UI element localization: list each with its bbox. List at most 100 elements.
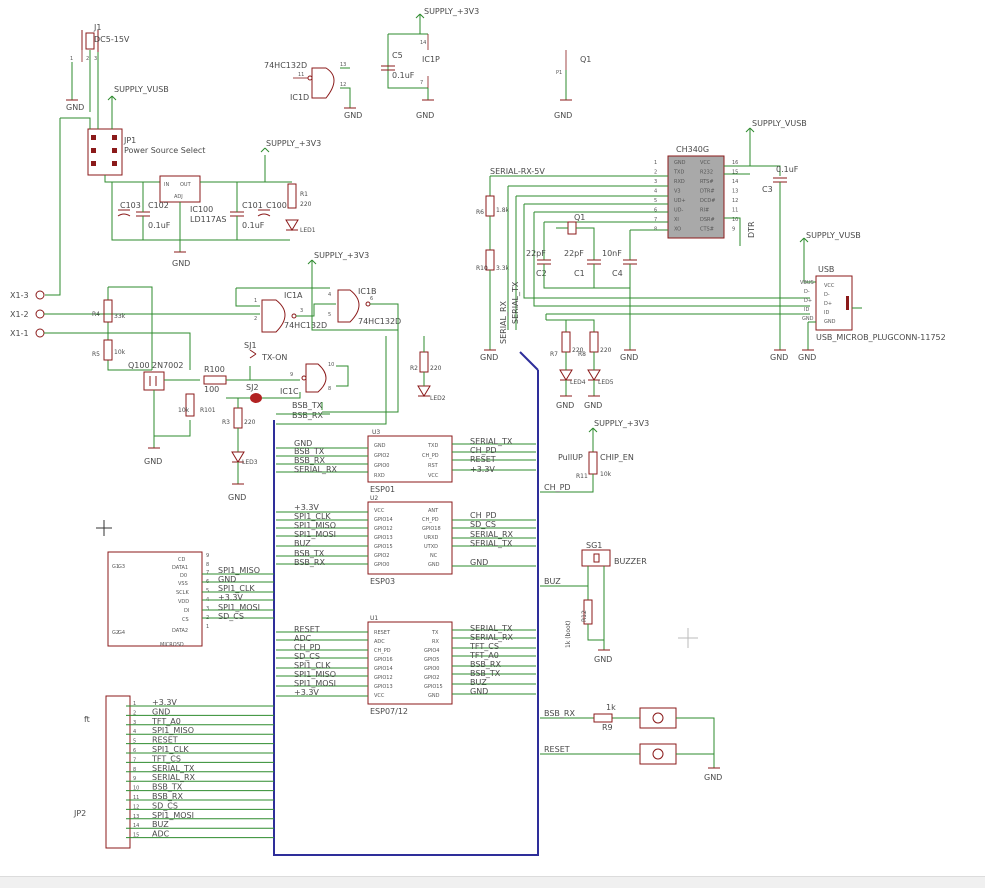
capacitor-c5[interactable]: C5 0.1uF bbox=[381, 51, 415, 80]
microsd-socket[interactable]: G1 G3 G2 G4 CD DATA1 D0 VSS SCLK VDD DI … bbox=[107, 551, 209, 648]
gnd-symbol: GND bbox=[704, 767, 722, 782]
svg-text:9: 9 bbox=[290, 372, 293, 378]
jp2-pin-number: 4 bbox=[133, 729, 136, 735]
usb-micro-connector[interactable]: USB USB_MICROB_PLUGCONN-11752 VCC D- D+ … bbox=[800, 265, 946, 342]
svg-text:GPIO16: GPIO16 bbox=[374, 657, 393, 663]
svg-text:BSB_TX: BSB_TX bbox=[470, 669, 501, 678]
pushbutton-bsb[interactable] bbox=[639, 707, 677, 729]
buzzer-sg1[interactable]: SG1 BUZZER bbox=[581, 541, 647, 567]
connector-x1-3[interactable]: X1-3 bbox=[10, 290, 45, 300]
svg-text:11: 11 bbox=[298, 72, 304, 78]
svg-text:SERIAL_RX: SERIAL_RX bbox=[470, 633, 514, 642]
solder-jumper-sj1[interactable]: SJ1 TX-ON bbox=[244, 341, 287, 362]
svg-text:VCC: VCC bbox=[374, 508, 385, 514]
led-led4[interactable]: LED4 bbox=[559, 369, 586, 386]
svg-text:GND: GND bbox=[584, 401, 602, 410]
status-bar bbox=[0, 876, 985, 888]
capacitor-c4[interactable]: 10nF C4 bbox=[602, 249, 637, 278]
module-esp03[interactable]: U2 ESP03 VCC GPIO14 GPIO12 GPIO13 GPIO15… bbox=[367, 495, 453, 586]
svg-text:GPIO2: GPIO2 bbox=[374, 453, 389, 459]
jp2-pin-number: 2 bbox=[133, 710, 136, 716]
pushbutton-reset[interactable] bbox=[639, 743, 677, 765]
resistor-r6[interactable]: R6 1.8k bbox=[476, 195, 510, 217]
regulator-ic100[interactable]: IN OUT ADJ IC100 LD117AS bbox=[159, 175, 226, 224]
led-led3[interactable]: LED3 bbox=[231, 451, 258, 466]
svg-text:ANT: ANT bbox=[428, 508, 439, 514]
svg-text:0.1uF: 0.1uF bbox=[392, 71, 415, 80]
capacitor-c1[interactable]: 22pF C1 bbox=[564, 249, 601, 278]
testpoint-q1[interactable]: Q1 P1 bbox=[556, 50, 591, 100]
jp2-net-label: BUZ bbox=[152, 820, 169, 829]
module-esp01[interactable]: U3 ESP01 GND GPIO2 GPIO0 RXD TXD CH_PD R… bbox=[367, 429, 453, 494]
net-reset: RESET bbox=[544, 745, 570, 754]
jp2-pin-number: 10 bbox=[133, 786, 139, 792]
svg-text:SUPPLY_+3V3: SUPPLY_+3V3 bbox=[594, 419, 649, 428]
ch340-pin-number: 14 bbox=[732, 179, 738, 185]
dc-jack-j1[interactable]: J1 DC5-15V 1 2 3 bbox=[70, 23, 130, 112]
svg-text:IN: IN bbox=[164, 182, 169, 188]
svg-text:TXD: TXD bbox=[427, 443, 438, 449]
capacitor-c103[interactable]: C103 bbox=[117, 201, 141, 217]
jp2-pin-number: 5 bbox=[133, 739, 136, 745]
capacitor-c102[interactable]: C102 0.1uF bbox=[136, 182, 171, 240]
gate-ic1d[interactable]: 74HC132D IC1D 11 13 12 bbox=[264, 61, 351, 102]
power-select-jp1[interactable]: JP1 Power Source Select bbox=[87, 128, 205, 176]
gate-ic1c[interactable]: IC1C 9 10 8 bbox=[280, 362, 334, 396]
capacitor-c2[interactable]: 22pF C2 bbox=[526, 249, 551, 278]
svg-text:10k: 10k bbox=[600, 471, 612, 478]
jp2-pin-number: 9 bbox=[133, 776, 136, 782]
svg-text:D-: D- bbox=[824, 292, 830, 298]
gate-ic1b[interactable]: IC1B 74HC132D 4 5 6 bbox=[328, 287, 401, 326]
svg-text:1: 1 bbox=[206, 624, 209, 630]
svg-text:CS: CS bbox=[182, 617, 189, 623]
module-esp07-12[interactable]: U1 ESP07/12 RESET ADC CH_PD GPIO16 GPIO1… bbox=[367, 615, 453, 716]
gnd-symbol: GND bbox=[556, 395, 574, 410]
svg-text:CH_PD: CH_PD bbox=[422, 453, 439, 459]
power-pins-ic1p[interactable]: IC1P 14 7 bbox=[420, 34, 440, 88]
capacitor-c101[interactable]: C101 0.1uF bbox=[230, 182, 265, 240]
resistor-r1[interactable]: R1 220 bbox=[287, 183, 312, 209]
resistor-r5[interactable]: R5 10k bbox=[92, 339, 126, 361]
signal-bus[interactable] bbox=[273, 370, 539, 856]
svg-text:0.1uF: 0.1uF bbox=[776, 165, 799, 174]
svg-text:BSB_RX: BSB_RX bbox=[470, 660, 501, 669]
jp2-pin-number: 14 bbox=[133, 823, 139, 829]
crystal-q1[interactable]: Q1 bbox=[567, 213, 585, 235]
resistor-r10[interactable]: R10 3.3k bbox=[476, 249, 510, 272]
resistor-r2[interactable]: R2 220 bbox=[410, 351, 442, 373]
svg-text:GND: GND bbox=[144, 457, 162, 466]
svg-text:4: 4 bbox=[328, 292, 331, 298]
transistor-q100[interactable]: Q100 2N7002 bbox=[128, 361, 183, 391]
led-led5[interactable]: LED5 bbox=[587, 369, 614, 386]
svg-text:R12: R12 bbox=[581, 610, 588, 622]
resistor-r8[interactable]: R8 220 bbox=[578, 331, 612, 358]
capacitor-c100[interactable]: C100 bbox=[257, 201, 287, 217]
svg-text:X1-2: X1-2 bbox=[10, 310, 29, 319]
resistor-r101[interactable]: R101 10k bbox=[178, 393, 216, 417]
resistor-r9[interactable]: 1k R9 bbox=[593, 703, 616, 732]
svg-text:SCLK: SCLK bbox=[176, 590, 189, 596]
svg-text:10: 10 bbox=[328, 362, 334, 368]
svg-text:VDD: VDD bbox=[178, 599, 189, 605]
svg-text:GPIO18: GPIO18 bbox=[422, 526, 441, 532]
ch340-pin-signal: DSR# bbox=[700, 217, 715, 223]
svg-text:GND: GND bbox=[802, 316, 814, 322]
usb-serial-ch340g[interactable]: CH340G bbox=[667, 145, 725, 239]
resistor-r3[interactable]: R3 220 bbox=[222, 407, 256, 429]
connector-x1-2[interactable]: X1-2 bbox=[10, 309, 45, 319]
gate-ic1a[interactable]: IC1A 74HC132D 1 2 3 bbox=[254, 291, 327, 333]
solder-jumper-sj2[interactable]: SJ2 bbox=[246, 383, 262, 403]
jp2-pin-number: 1 bbox=[133, 701, 136, 707]
resistor-r11[interactable]: PullUP CHIP_EN R11 10k bbox=[558, 451, 634, 480]
resistor-r100[interactable]: R100 100 bbox=[203, 365, 227, 394]
net-bsb-rx: BSB_RX bbox=[292, 411, 323, 420]
svg-text:IC1C: IC1C bbox=[280, 387, 299, 396]
connector-x1-1[interactable]: X1-1 bbox=[10, 328, 45, 338]
led-led2[interactable]: LED2 bbox=[417, 385, 446, 402]
resistor-r4[interactable]: R4 33k bbox=[92, 299, 126, 323]
svg-text:0.1uF: 0.1uF bbox=[242, 221, 265, 230]
svg-text:GND: GND bbox=[556, 401, 574, 410]
led-led1[interactable]: LED1 bbox=[285, 219, 316, 234]
